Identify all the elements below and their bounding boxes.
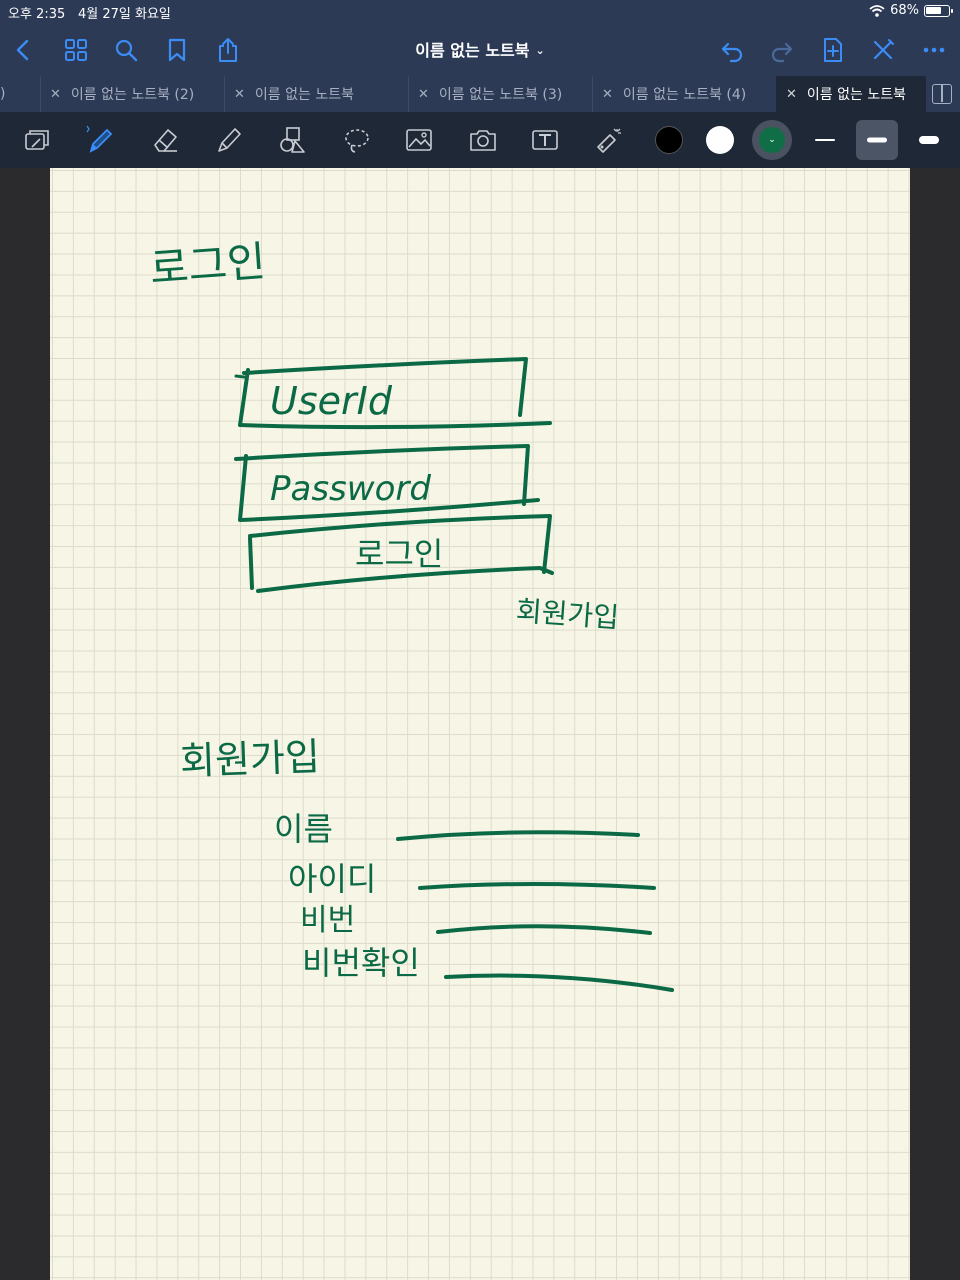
lasso-icon — [345, 129, 369, 153]
battery-icon — [924, 4, 953, 17]
document-title: 이름 없는 노트북 ⌄ — [0, 37, 960, 61]
userid-field-label: UserId — [270, 379, 393, 423]
add-page-icon — [824, 38, 842, 62]
read-only-button[interactable] — [16, 120, 58, 160]
chevron-down-icon: ⌄ — [759, 127, 785, 153]
chevron-left-icon — [16, 39, 29, 61]
login-title: 로그인 — [148, 236, 267, 293]
tab-4[interactable]: ✕ 이름 없는 노트북 (4) — [592, 76, 776, 112]
color-swatch-white[interactable] — [706, 126, 734, 154]
document-title-button[interactable]: 이름 없는 노트북 ⌄ — [415, 41, 544, 60]
color-swatch-green-selected[interactable]: ⌄ — [752, 120, 792, 160]
back-button[interactable] — [6, 32, 42, 68]
bookmark-button[interactable] — [159, 32, 195, 68]
tool-bar: ⌄ — [0, 112, 960, 168]
close-tab-icon[interactable]: ✕ — [50, 86, 61, 102]
tab-label: 이름 없는 노트북 — [254, 87, 354, 103]
pen-tool-button[interactable] — [78, 120, 120, 160]
login-button-box — [248, 514, 554, 593]
eraser-tool-button[interactable] — [144, 120, 186, 160]
shapes-tool-button[interactable] — [272, 120, 314, 160]
undo-button[interactable] — [714, 32, 750, 68]
camera-tool-button[interactable] — [462, 120, 504, 160]
close-edit-icon — [873, 39, 894, 60]
chevron-down-icon: ⌄ — [535, 44, 545, 57]
laser-pointer-icon — [597, 128, 621, 153]
laser-pointer-button[interactable] — [588, 120, 630, 160]
signup-field-pw: 비번 — [300, 903, 355, 938]
tab-2[interactable]: ✕ 이름 없는 노트북 — [224, 76, 408, 112]
search-icon — [115, 39, 138, 62]
tab-label: 이름 없는 노트북 (2) — [70, 87, 195, 103]
share-icon — [219, 38, 237, 62]
image-tool-button[interactable] — [398, 120, 440, 160]
text-icon — [532, 130, 558, 150]
close-tab-icon[interactable]: ✕ — [234, 86, 245, 102]
highlighter-tool-button[interactable] — [208, 120, 250, 160]
battery-percent: 68% — [890, 3, 919, 18]
thumbnails-button[interactable] — [58, 32, 94, 68]
password-box — [234, 444, 540, 522]
signup-link: 회원가입 — [515, 594, 620, 634]
tab-label: 이름 없는 노트북 (4) — [622, 87, 747, 103]
search-button[interactable] — [108, 32, 144, 68]
shapes-icon — [280, 127, 305, 153]
status-right: 68% — [869, 3, 953, 18]
signup-field-id: 아이디 — [288, 860, 376, 898]
thumbnails-icon — [65, 39, 87, 61]
signup-title: 회원가입 — [179, 735, 320, 784]
more-button[interactable] — [916, 32, 952, 68]
close-tab-icon[interactable]: ✕ — [418, 86, 429, 102]
underline-pw-confirm — [444, 973, 674, 992]
tab-1[interactable]: ✕ 이름 없는 노트북 (2) — [40, 76, 224, 112]
more-icon — [923, 47, 945, 53]
lasso-tool-button[interactable] — [336, 120, 378, 160]
status-time: 오후 2:35 — [8, 7, 66, 22]
stroke-width-medium[interactable] — [856, 120, 898, 160]
tab-label: ) — [0, 86, 6, 102]
status-bar: 오후 2:35 4월 27일 화요일 68% — [0, 0, 960, 24]
undo-icon — [721, 42, 743, 63]
tab-5-active[interactable]: ✕ 이름 없는 노트북 — [776, 76, 926, 112]
highlighter-icon — [218, 128, 241, 152]
handwriting-layer: 로그인 UserId Password 로그인 회원가입 — [148, 236, 674, 992]
status-date: 4월 27일 화요일 — [78, 7, 171, 22]
note-page[interactable]: 로그인 UserId Password 로그인 회원가입 — [50, 168, 910, 1280]
stroke-width-thin[interactable] — [804, 120, 846, 160]
tab-0[interactable]: ) — [0, 76, 40, 112]
close-tab-icon[interactable]: ✕ — [602, 86, 613, 102]
close-tab-icon[interactable]: ✕ — [786, 86, 797, 102]
stroke-width-thick[interactable] — [908, 120, 950, 160]
pen-icon — [86, 125, 113, 153]
nav-bar: 이름 없는 노트북 ⌄ — [0, 24, 960, 76]
camera-icon — [470, 130, 496, 151]
text-tool-button[interactable] — [524, 120, 566, 160]
underline-id — [418, 882, 656, 890]
add-page-button[interactable] — [815, 32, 851, 68]
login-button-label: 로그인 — [355, 535, 443, 573]
underline-pw — [436, 924, 652, 935]
document-title-text: 이름 없는 노트북 — [415, 41, 530, 60]
canvas-area[interactable]: 로그인 UserId Password 로그인 회원가입 — [0, 168, 960, 1280]
read-only-icon — [25, 130, 49, 150]
split-view-icon[interactable] — [932, 84, 952, 104]
underline-name — [396, 830, 640, 841]
password-field-label: Password — [270, 469, 431, 509]
close-edit-button[interactable] — [865, 32, 901, 68]
color-swatch-black[interactable] — [655, 126, 683, 154]
share-button[interactable] — [210, 32, 246, 68]
redo-button[interactable] — [764, 32, 800, 68]
wifi-icon — [869, 4, 885, 17]
bookmark-icon — [168, 38, 186, 62]
tab-bar: ) ✕ 이름 없는 노트북 (2) ✕ 이름 없는 노트북 ✕ 이름 없는 노트… — [0, 76, 960, 112]
redo-icon — [771, 42, 793, 63]
signup-field-name: 이름 — [274, 810, 333, 848]
tab-3[interactable]: ✕ 이름 없는 노트북 (3) — [408, 76, 592, 112]
tab-label: 이름 없는 노트북 (3) — [438, 87, 563, 103]
image-icon — [406, 129, 432, 151]
signup-field-pw-confirm: 비번확인 — [302, 944, 420, 982]
eraser-icon — [154, 129, 177, 152]
userid-box — [234, 357, 552, 430]
tab-label: 이름 없는 노트북 — [806, 87, 906, 103]
